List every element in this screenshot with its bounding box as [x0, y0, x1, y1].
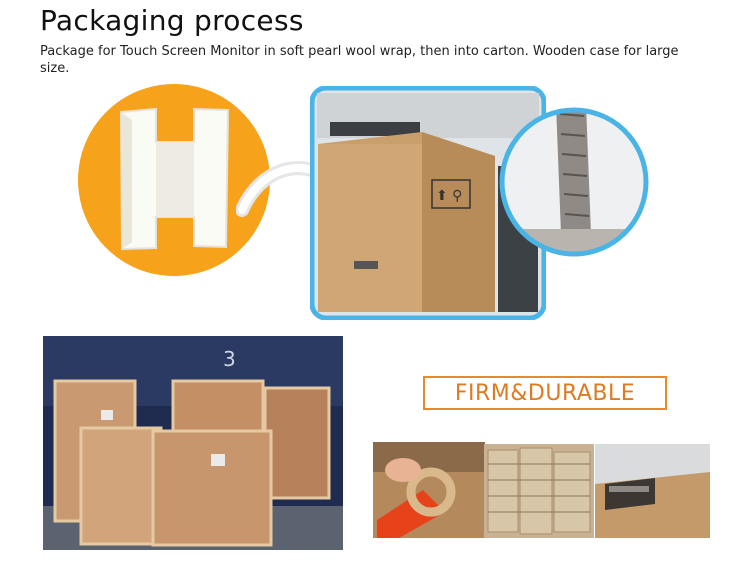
firm-durable-badge: FIRM&DURABLE — [423, 376, 667, 410]
svg-text:3: 3 — [223, 347, 236, 371]
carton-stack-photo — [484, 444, 594, 538]
svg-text:⬆ ⚲: ⬆ ⚲ — [436, 188, 462, 204]
carton-inside-photo — [595, 444, 710, 538]
wooden-crates-photo: 3 — [43, 336, 343, 550]
page-description: Package for Touch Screen Monitor in soft… — [40, 44, 679, 76]
carton-photo: ⬆ ⚲ — [310, 86, 546, 320]
foam-insert-icon — [119, 107, 230, 251]
honeycomb-closeup — [499, 107, 649, 257]
foam-insert-image — [78, 84, 270, 276]
page-title: Packaging process — [40, 4, 304, 37]
tape-sealing-photo — [373, 442, 485, 538]
